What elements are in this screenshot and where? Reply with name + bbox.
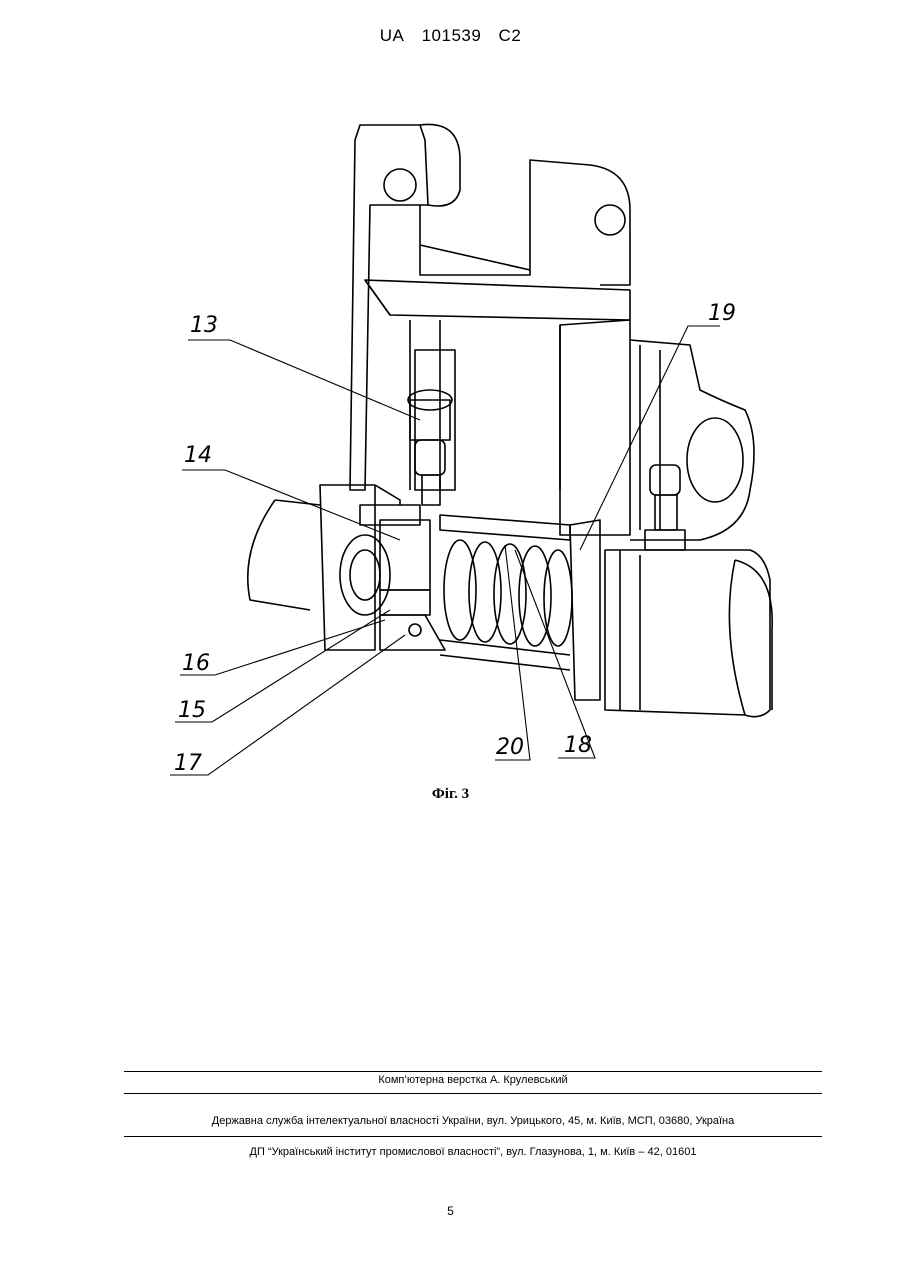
figure-caption: Фіг. 3 xyxy=(0,786,901,803)
callout-15: 15 xyxy=(178,698,206,723)
callout-14: 14 xyxy=(184,443,212,468)
callout-20: 20 xyxy=(496,735,524,760)
callout-16: 16 xyxy=(182,651,210,676)
patent-drawing: 13 14 16 15 17 20 18 19 xyxy=(160,110,790,790)
callout-19: 19 xyxy=(708,301,736,326)
country-code: UA xyxy=(380,26,405,45)
callout-13: 13 xyxy=(190,313,218,338)
document-kind: C2 xyxy=(499,26,522,45)
callout-17: 17 xyxy=(174,751,202,776)
footer-divider xyxy=(124,1136,822,1137)
footer-divider xyxy=(124,1093,822,1094)
agency-address: Державна служба інтелектуальної власност… xyxy=(124,1115,822,1127)
callout-18: 18 xyxy=(564,733,592,758)
layout-credit: Комп’ютерна верстка А. Крулевський xyxy=(124,1074,822,1086)
left-upright xyxy=(350,125,428,490)
patent-number: 101539 xyxy=(422,26,482,45)
page-number: 5 xyxy=(0,1204,901,1218)
footer-divider xyxy=(124,1071,822,1072)
institute-address: ДП “Український інститут промислової вла… xyxy=(124,1146,822,1158)
document-header: UA 101539 C2 xyxy=(0,26,901,46)
